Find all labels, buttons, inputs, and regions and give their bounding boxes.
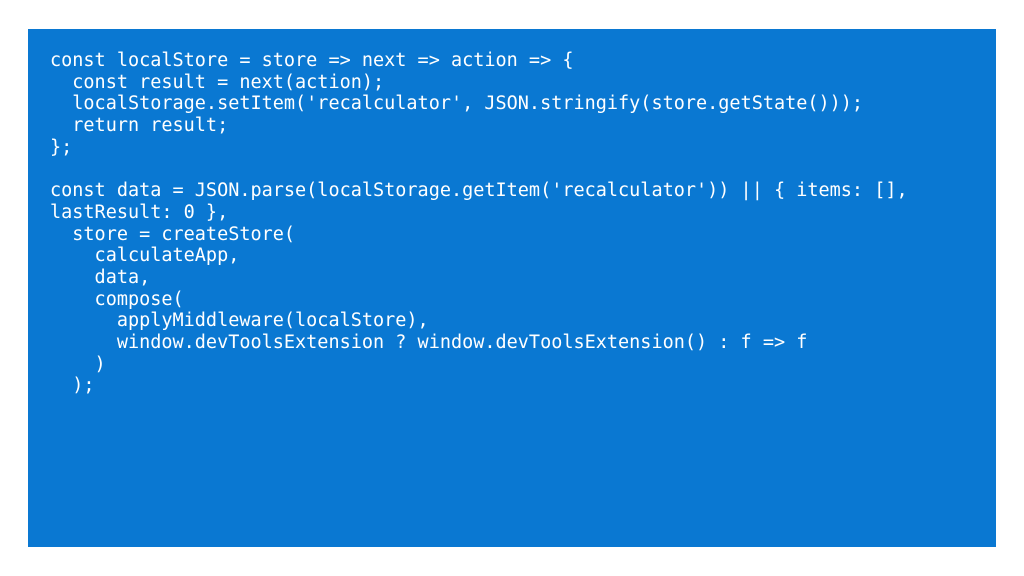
code-line: window.devToolsExtension ? window.devToo… [50,331,808,353]
code-line: }; [50,136,73,158]
code-line: const localStore = store => next => acti… [50,50,574,71]
code-line [50,158,908,180]
code-line: data, [50,266,151,288]
code-line: calculateApp, [50,245,240,267]
code-line: return result; [50,115,229,137]
code-line: lastResult: 0 }, [50,201,229,223]
code-line: ) [50,353,106,375]
code-line: store = createStore( [50,223,296,245]
code-line: const result = next(action); [50,71,385,93]
code-line: localStorage.setItem('recalculator', JSO… [50,93,864,115]
code-line: compose( [50,288,184,310]
code-line: ); [50,375,95,397]
code-block: const localStore = store => next => acti… [50,50,908,397]
code-line: applyMiddleware(localStore), [50,310,429,332]
code-line: const data = JSON.parse(localStorage.get… [50,180,908,202]
code-panel: const localStore = store => next => acti… [28,29,996,547]
